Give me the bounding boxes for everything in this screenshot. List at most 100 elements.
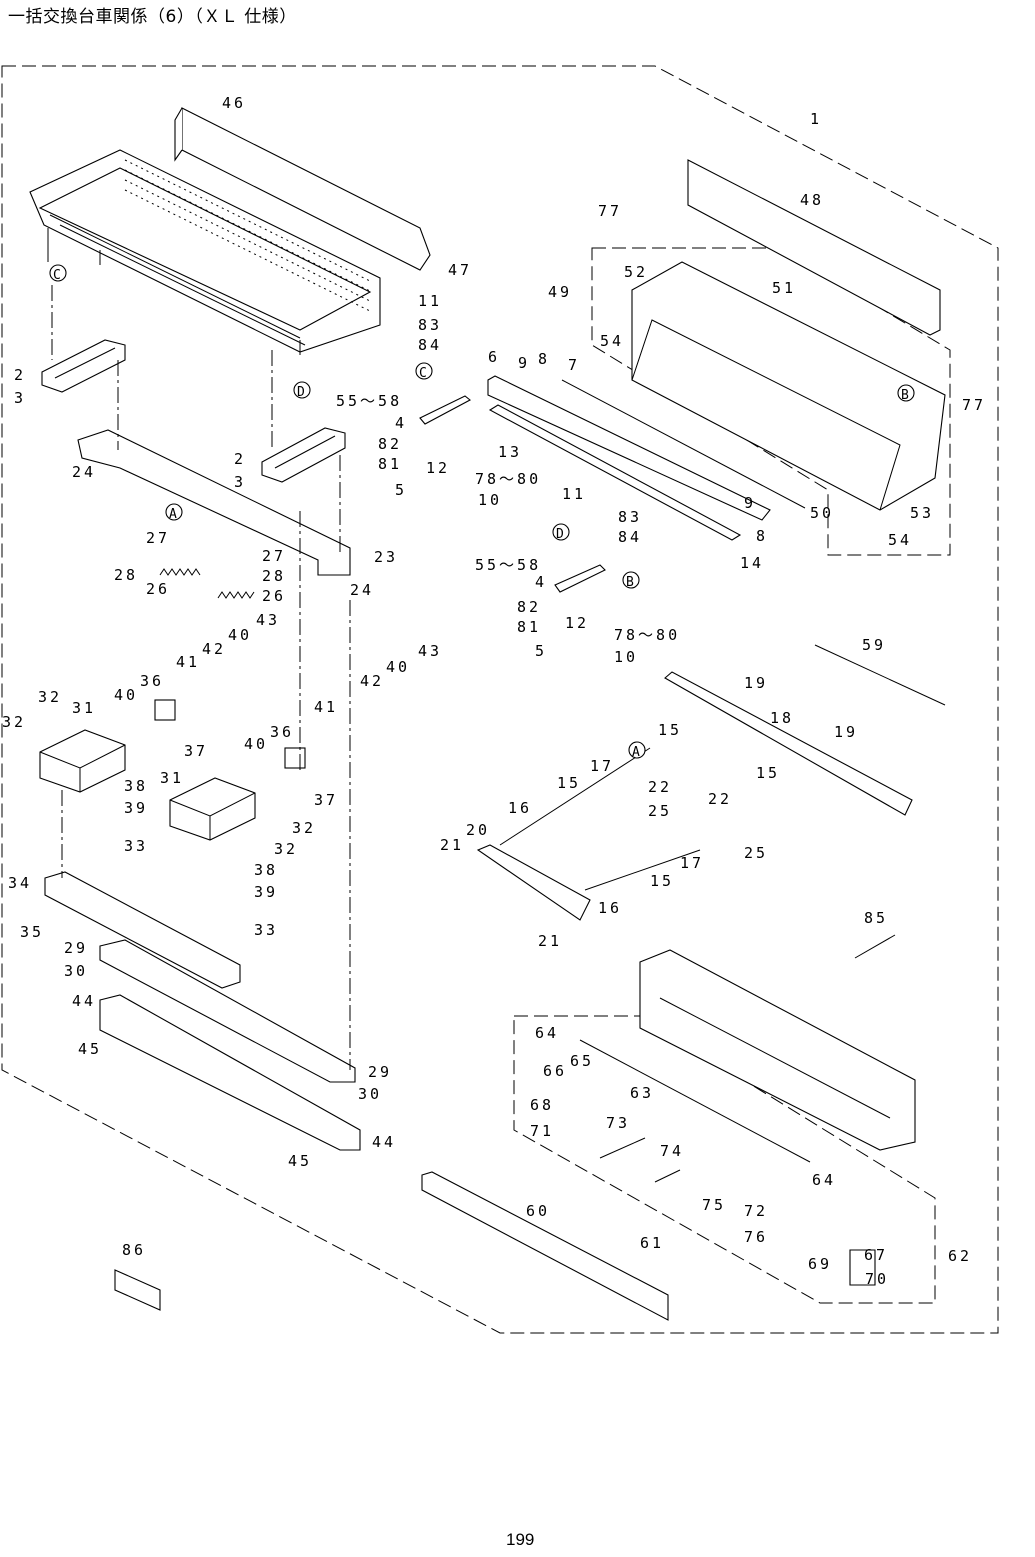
callout-label: 43 bbox=[418, 642, 442, 660]
marker-c-circle bbox=[49, 264, 67, 282]
bearing-block-31-lower bbox=[169, 777, 256, 841]
page-number: 199 bbox=[506, 1530, 535, 1549]
bar-34 bbox=[44, 871, 241, 989]
callout-label: 84 bbox=[618, 528, 642, 546]
plate-29 bbox=[99, 939, 356, 1083]
marker-d: D bbox=[556, 527, 564, 542]
callout-label: 27 bbox=[262, 547, 286, 565]
callout-label: 71 bbox=[530, 1122, 554, 1140]
rod-63 bbox=[579, 1039, 811, 1163]
callout-label: 32 bbox=[292, 819, 316, 837]
callout-label: 10 bbox=[478, 491, 502, 509]
label-86 bbox=[114, 1269, 161, 1311]
callout-label: 14 bbox=[740, 554, 764, 572]
valve-67 bbox=[849, 1249, 876, 1286]
callout-label: 40 bbox=[386, 658, 410, 676]
callout-label: 27 bbox=[146, 529, 170, 547]
rail-6 bbox=[487, 375, 771, 521]
callout-label: 77 bbox=[598, 202, 622, 220]
callout-label: 78～80 bbox=[614, 626, 680, 644]
callout-label: 7 bbox=[568, 356, 580, 374]
callout-label: 43 bbox=[256, 611, 280, 629]
callout-label: 12 bbox=[426, 459, 450, 477]
callout-label: 18 bbox=[770, 709, 794, 727]
callout-label: 17 bbox=[680, 854, 704, 872]
callout-label: 15 bbox=[557, 774, 581, 792]
callout-label: 37 bbox=[184, 742, 208, 760]
callout-label: 49 bbox=[548, 283, 572, 301]
callout-labels: 1 2 2 3 3 4 4 5 5 6 7 8 8 9 9 10 10 11 1… bbox=[2, 94, 983, 1288]
callout-label: 82 bbox=[378, 435, 402, 453]
marker-d: D bbox=[297, 385, 305, 400]
callout-label: 62 bbox=[948, 1247, 972, 1265]
callout-label: 3 bbox=[14, 389, 26, 407]
marker-b-circle bbox=[897, 384, 915, 402]
callout-label: 23 bbox=[374, 548, 398, 566]
callout-label: 4 bbox=[535, 573, 547, 591]
callout-label: 17 bbox=[590, 757, 614, 775]
callout-label: 45 bbox=[78, 1040, 102, 1058]
callout-label: 47 bbox=[448, 261, 472, 279]
callout-label: 32 bbox=[274, 840, 298, 858]
callout-label: 63 bbox=[630, 1084, 654, 1102]
callout-label: 2 bbox=[234, 450, 246, 468]
callout-label: 39 bbox=[124, 799, 148, 817]
callout-label: 72 bbox=[744, 1202, 768, 1220]
plate-18 bbox=[664, 671, 913, 816]
callout-label: 59 bbox=[862, 636, 886, 654]
callout-label: 86 bbox=[122, 1241, 146, 1259]
callout-label: 32 bbox=[2, 713, 26, 731]
callout-label: 42 bbox=[360, 672, 384, 690]
spring-28-right bbox=[217, 591, 255, 599]
callout-label: 16 bbox=[598, 899, 622, 917]
cover-44 bbox=[99, 994, 361, 1151]
callout-label: 29 bbox=[368, 1063, 392, 1081]
callout-label: 35 bbox=[20, 923, 44, 941]
callout-label: 21 bbox=[440, 836, 464, 854]
callout-label: 26 bbox=[262, 587, 286, 605]
callout-label: 51 bbox=[772, 279, 796, 297]
callout-label: 73 bbox=[606, 1114, 630, 1132]
plate-60 bbox=[421, 1171, 669, 1321]
callout-label: 65 bbox=[570, 1052, 594, 1070]
callout-label: 85 bbox=[864, 909, 888, 927]
callout-label: 74 bbox=[660, 1142, 684, 1160]
callout-label: 75 bbox=[702, 1196, 726, 1214]
page-title: 一括交換台車関係（6）（ＸＬ 仕様） bbox=[8, 7, 297, 27]
callout-label: 54 bbox=[600, 332, 624, 350]
rod-59 bbox=[814, 644, 946, 706]
callout-label: 54 bbox=[888, 531, 912, 549]
linear-guide-right bbox=[261, 427, 346, 483]
callout-label: 11 bbox=[562, 485, 586, 503]
marker-b: B bbox=[626, 575, 634, 590]
callout-label: 41 bbox=[314, 698, 338, 716]
callout-label: 64 bbox=[535, 1024, 559, 1042]
callout-label: 55～58 bbox=[475, 556, 541, 574]
callout-label: 34 bbox=[8, 874, 32, 892]
callout-label: 9 bbox=[518, 354, 530, 372]
callout-label: 33 bbox=[124, 837, 148, 855]
callout-label: 19 bbox=[744, 674, 768, 692]
callout-label: 81 bbox=[517, 618, 541, 636]
marker-c: C bbox=[419, 366, 427, 381]
callout-label: 40 bbox=[228, 626, 252, 644]
callout-label: 13 bbox=[498, 443, 522, 461]
bracket-4-lower bbox=[554, 564, 606, 593]
callout-label: 70 bbox=[865, 1270, 889, 1288]
callout-label: 52 bbox=[624, 263, 648, 281]
callout-label: 66 bbox=[543, 1062, 567, 1080]
callout-label: 22 bbox=[648, 778, 672, 796]
callout-label: 21 bbox=[538, 932, 562, 950]
shaft-16-upper bbox=[499, 747, 651, 846]
callout-label: 5 bbox=[395, 481, 407, 499]
callout-label: 38 bbox=[124, 777, 148, 795]
callout-label: 68 bbox=[530, 1096, 554, 1114]
callout-label: 15 bbox=[658, 721, 682, 739]
callout-label: 37 bbox=[314, 791, 338, 809]
callout-label: 36 bbox=[270, 723, 294, 741]
callout-label: 30 bbox=[358, 1085, 382, 1103]
callout-label: 26 bbox=[146, 580, 170, 598]
rod-73 bbox=[599, 1137, 646, 1159]
callout-label: 53 bbox=[910, 504, 934, 522]
marker-a: A bbox=[632, 745, 640, 760]
